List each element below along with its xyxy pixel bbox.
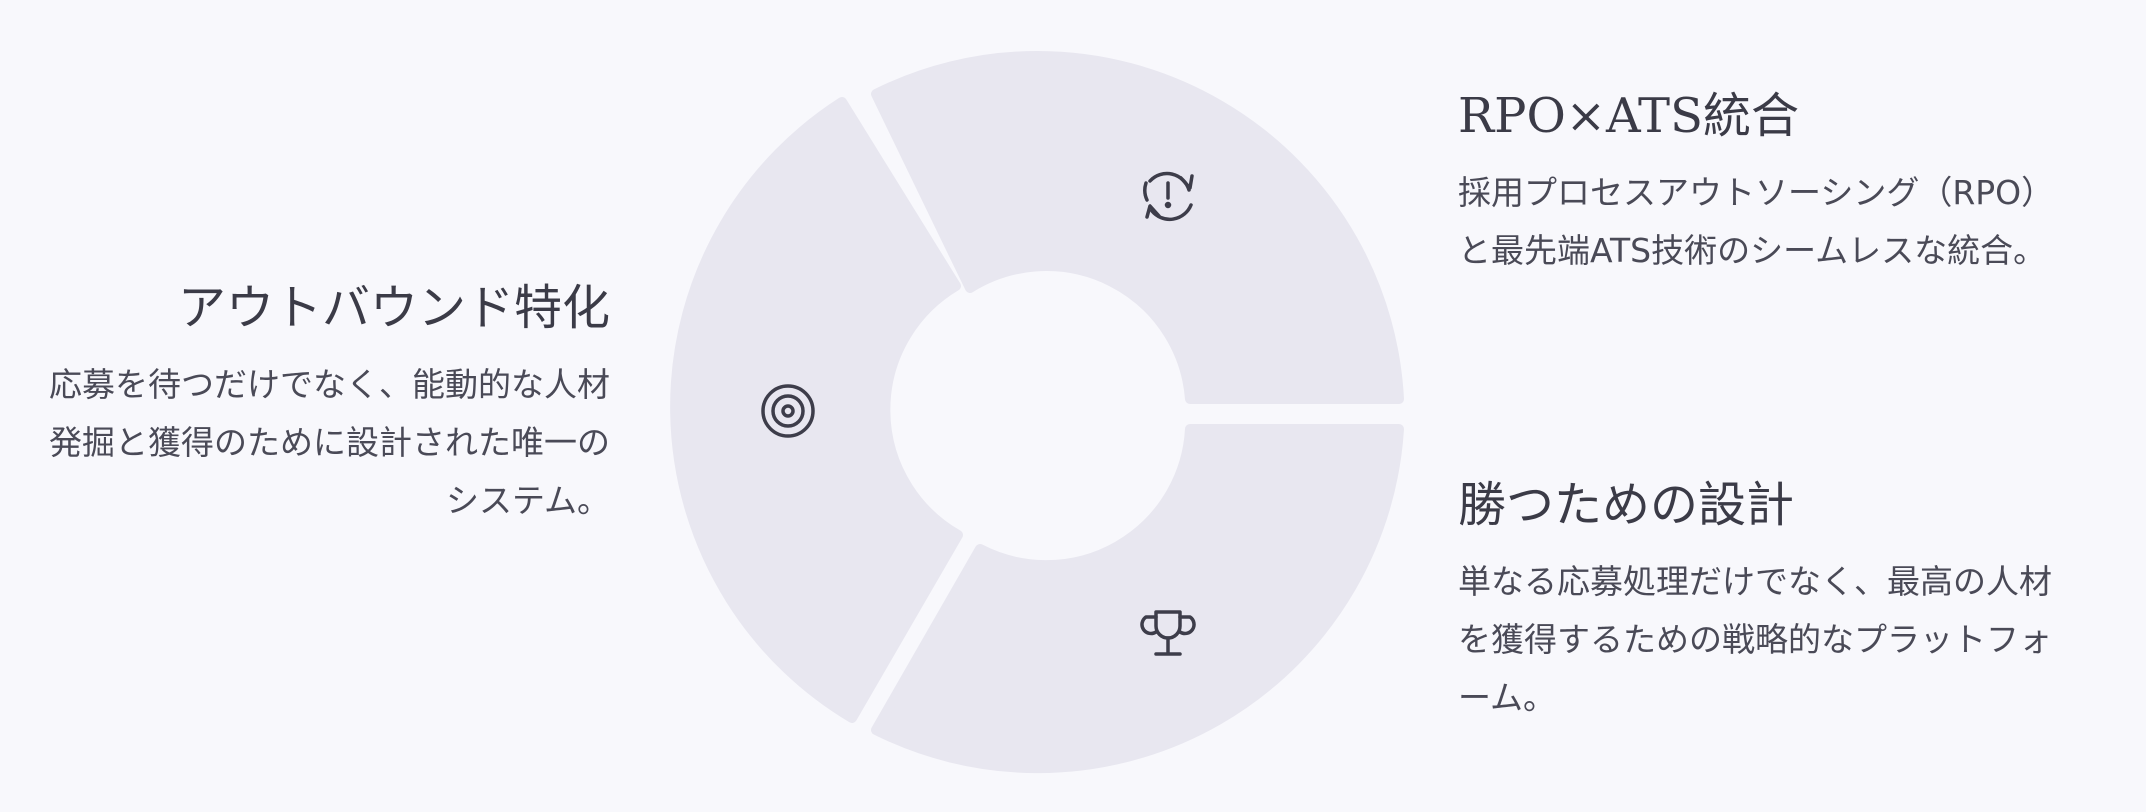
segment-outbound <box>670 97 963 723</box>
feature-title-outbound: アウトバウンド特化 <box>177 280 610 336</box>
trophy-icon <box>1140 610 1196 656</box>
feature-description-winning: 単なる応募処理だけでなく、最高の人材を獲得するための戦略的なプラットフォーム。 <box>1458 561 2052 717</box>
feature-title-rpo-ats: RPO×ATS統合 <box>1458 88 1799 144</box>
feature-description-outbound: 応募を待つだけでなく、能動的な人材発掘と獲得のために設計された唯一のシステム。 <box>49 364 610 520</box>
segment-rpo-ats <box>871 51 1404 404</box>
feature-rpo-ats: RPO×ATS統合 採用プロセスアウトソーシング（RPO）と最先端ATS技術のシ… <box>1458 88 2078 280</box>
feature-outbound: アウトバウンド特化 応募を待つだけでなく、能動的な人材発掘と獲得のために設計され… <box>30 280 610 530</box>
feature-description-rpo-ats: 採用プロセスアウトソーシング（RPO）と最先端ATS技術のシームレスな統合。 <box>1458 172 2055 270</box>
target-icon <box>761 384 815 438</box>
segment-winning <box>871 424 1404 774</box>
feature-winning: 勝つための設計 単なる応募処理だけでなく、最高の人材を獲得するための戦略的なプラ… <box>1458 477 2078 727</box>
sync-alert-icon <box>1143 171 1194 222</box>
feature-title-winning: 勝つための設計 <box>1458 477 1795 533</box>
